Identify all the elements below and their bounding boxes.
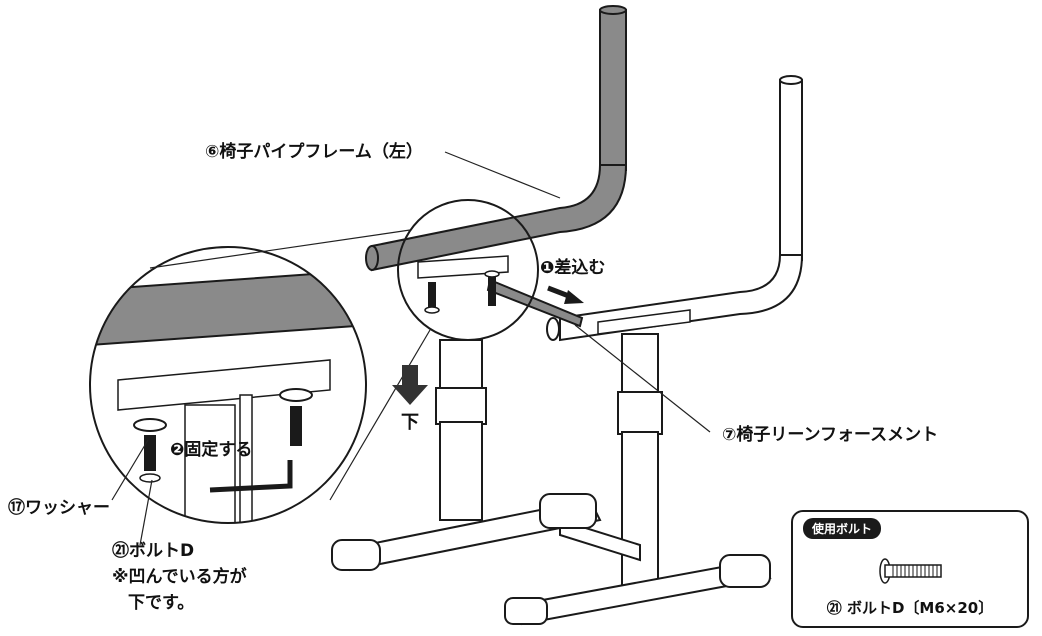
small-detail-circle [397,199,539,341]
left-lower-frame [331,339,641,572]
label-recess-note-2: 下です。 [128,593,194,613]
leader-frame [444,151,561,199]
label-reinforcement: ⑦椅子リーンフォースメント [722,424,938,445]
right-arrow-icon [547,285,584,304]
label-washer: ⑰ワッシャー [8,497,110,518]
label-left-frame: ⑥椅子パイプフレーム（左） [205,141,423,162]
parts-used-name: ㉑ ボルトD〔M6×20〕 [826,599,994,617]
leader-bolt [139,479,153,546]
label-recess-note-1: ※凹んでいる方が [112,566,247,587]
parts-used-tag: 使用ボルト [803,518,882,539]
leader-reinforcement [574,324,711,433]
label-bolt-d: ㉑ボルトD [112,540,194,561]
label-insert-step: ❶差込む [540,257,605,278]
parts-used-box: 使用ボルト ㉑ ボルトD〔M6×20〕 [791,510,1029,628]
left-pipe-frame-gray [365,5,628,272]
down-arrow-icon [392,365,428,405]
bolt-icon [879,558,942,584]
right-pipe-frame [504,75,804,626]
label-down: 下 [401,412,419,433]
label-fix-step: ❷固定する [170,439,252,460]
zoom-detail-circle [89,229,431,524]
leader-washer [111,439,149,501]
